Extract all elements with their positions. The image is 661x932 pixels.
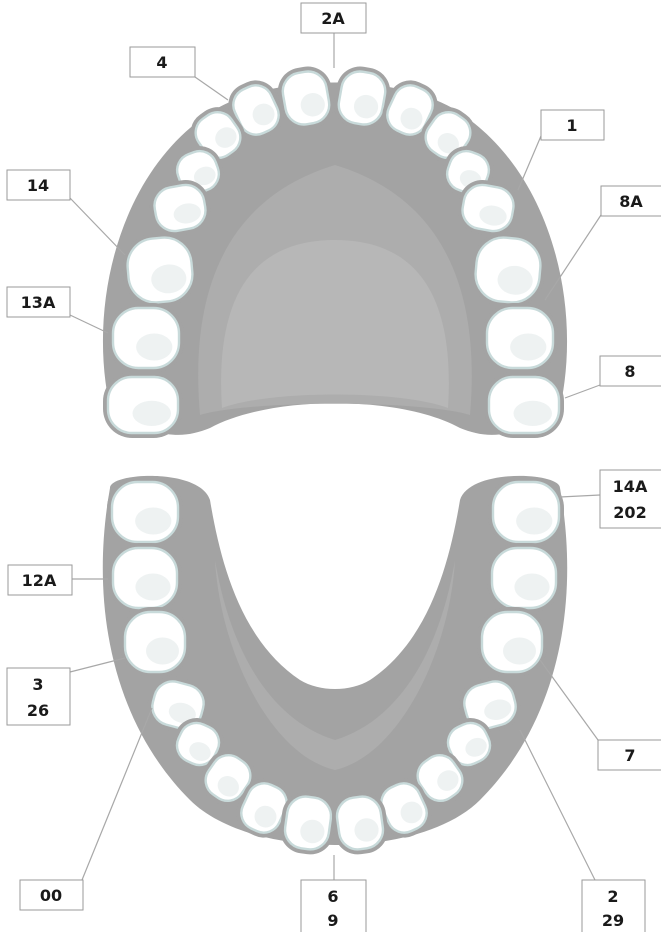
leader-2 [520, 730, 595, 880]
label-text: 8A [619, 192, 643, 211]
label-text: 6 [327, 887, 338, 906]
leader-1 [518, 136, 541, 190]
leader-8 [565, 385, 600, 398]
lower-tooth [477, 607, 547, 677]
label-13A: 13A [7, 287, 70, 317]
label-text: 14A [613, 477, 648, 496]
label-4: 4 [130, 47, 195, 77]
leader-14 [70, 198, 125, 255]
lower-tooth [487, 543, 561, 613]
lower-tooth [107, 477, 183, 547]
label-text: 3 [32, 675, 43, 694]
upper-tooth [482, 303, 558, 373]
leader-13A [70, 315, 108, 333]
label-text: 2 [607, 887, 618, 906]
label-text: 2A [321, 9, 345, 28]
label-14: 14 [7, 170, 70, 200]
upper-tooth [108, 303, 184, 373]
label-14A-202: 14A 202 [600, 470, 661, 528]
label-7: 7 [598, 740, 661, 770]
label-text: 26 [27, 701, 49, 720]
label-text: 1 [566, 116, 577, 135]
upper-tooth [484, 372, 564, 438]
label-12A: 12A [8, 565, 72, 595]
label-8A: 8A [601, 186, 661, 216]
upper-tooth [103, 372, 183, 438]
label-1: 1 [541, 110, 604, 140]
leader-14A [560, 495, 600, 497]
leader-7 [540, 660, 598, 740]
upper-arch [103, 63, 567, 438]
label-text: 202 [613, 503, 646, 522]
lower-tooth [488, 477, 564, 547]
label-3-26: 3 26 [7, 668, 70, 725]
lower-tooth [108, 543, 182, 613]
label-8: 8 [600, 356, 661, 386]
label-text: 12A [22, 571, 57, 590]
label-text: 00 [40, 886, 62, 905]
label-text: 8 [624, 362, 635, 381]
label-2-29: 2 29 [582, 880, 645, 932]
label-6-9: 6 9 [301, 880, 366, 932]
lower-arch [103, 476, 567, 858]
leader-00 [82, 708, 152, 880]
label-text: 4 [156, 53, 167, 72]
label-text: 29 [602, 911, 624, 930]
label-text: 14 [27, 176, 49, 195]
label-text: 9 [327, 911, 338, 930]
label-text: 7 [624, 746, 635, 765]
leader-4 [195, 77, 228, 100]
label-text: 13A [21, 293, 56, 312]
lower-tooth [120, 607, 190, 677]
label-2A: 2A [301, 3, 366, 33]
label-00: 00 [20, 880, 83, 910]
